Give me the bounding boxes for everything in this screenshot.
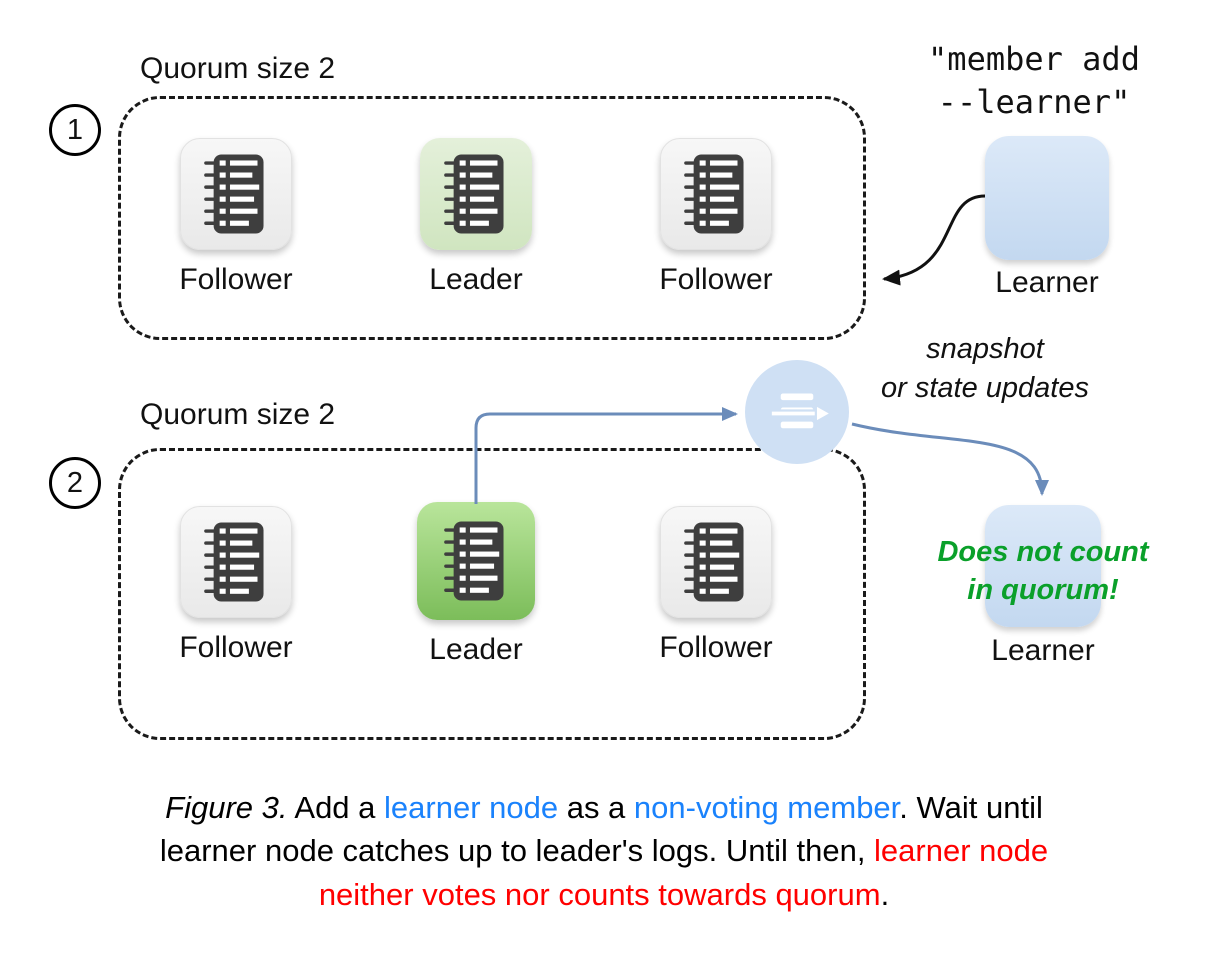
node-leader-2: Leader <box>401 502 551 667</box>
transfer-label-line-1: snapshot <box>926 333 1044 365</box>
leader-node-box <box>417 502 535 620</box>
ledger-icon <box>673 147 759 241</box>
caption-text: learner node catches up to leader's logs… <box>159 833 875 869</box>
quorum-note: Does not count in quorum! <box>900 534 1186 609</box>
arrow-learner-join <box>882 194 986 286</box>
quorum-note-line-2: in quorum! <box>967 573 1119 606</box>
caption-text: as a <box>558 790 634 825</box>
caption-text: Add a <box>287 790 385 825</box>
step-1-number: 1 <box>66 113 84 146</box>
node-label: Leader <box>429 263 523 296</box>
transfer-label-line-2: or state updates <box>881 372 1089 405</box>
node-label: Follower <box>659 631 773 664</box>
ledger-icon <box>193 515 279 609</box>
arrow-transfer-to-learner <box>851 422 1049 496</box>
snapshot-transfer-icon <box>745 360 849 464</box>
quorum-label-2: Quorum size 2 <box>140 398 336 431</box>
follower-node-box <box>180 138 292 250</box>
caption-figure-label: Figure 3. <box>165 790 288 825</box>
caption-text: . Wait until <box>899 790 1043 825</box>
ledger-icon <box>193 147 279 241</box>
ledger-icon <box>433 514 519 608</box>
command-line-1: "member add <box>928 40 1140 78</box>
quorum-note-line-1: Does not count <box>937 536 1149 568</box>
caption-learner-node-link: learner node <box>384 790 559 825</box>
caption-line-2: learner node catches up to leader's logs… <box>60 829 1148 872</box>
cluster-1-boundary <box>118 96 866 340</box>
leader-node-box <box>420 138 532 250</box>
caption-line-1: Figure 3. Add a learner node as a non-vo… <box>60 786 1148 829</box>
follower-node-box <box>660 138 772 250</box>
ledger-icon <box>433 147 519 241</box>
learner-node-box-2 <box>985 505 1101 627</box>
follower-node-box <box>660 506 772 618</box>
caption-line-3: neither votes nor counts towards quorum. <box>60 873 1148 916</box>
caption-nonvoting-link: non-voting member <box>633 790 900 825</box>
caption-warning-start: learner node <box>874 833 1049 869</box>
figure-caption: Figure 3. Add a learner node as a non-vo… <box>60 786 1148 916</box>
node-label: Follower <box>179 263 293 296</box>
node-leader-1: Leader <box>401 138 551 297</box>
step-2-number: 2 <box>66 466 84 499</box>
learner-label-1: Learner <box>995 266 1099 299</box>
node-follower-1a: Follower <box>161 138 311 297</box>
transfer-label: snapshot or state updates <box>835 330 1135 408</box>
step-2-badge: 2 <box>49 457 101 509</box>
transfer-icon <box>760 375 834 449</box>
caption-text: . <box>880 876 890 912</box>
node-follower-2b: Follower <box>641 506 791 665</box>
ledger-icon <box>673 515 759 609</box>
caption-warning-end: neither votes nor counts towards quorum <box>318 876 881 912</box>
quorum-label-1: Quorum size 2 <box>140 52 336 85</box>
learner-label-2: Learner <box>991 634 1095 667</box>
node-label: Follower <box>179 631 293 664</box>
command-line-2: --learner" <box>937 83 1131 122</box>
learner-node-box-1 <box>985 136 1109 260</box>
member-add-command: "member add --learner" <box>860 38 1208 124</box>
node-follower-1b: Follower <box>641 138 791 297</box>
node-label: Leader <box>429 633 523 666</box>
node-follower-2a: Follower <box>161 506 311 665</box>
follower-node-box <box>180 506 292 618</box>
step-1-badge: 1 <box>49 104 101 156</box>
node-label: Follower <box>659 263 773 296</box>
